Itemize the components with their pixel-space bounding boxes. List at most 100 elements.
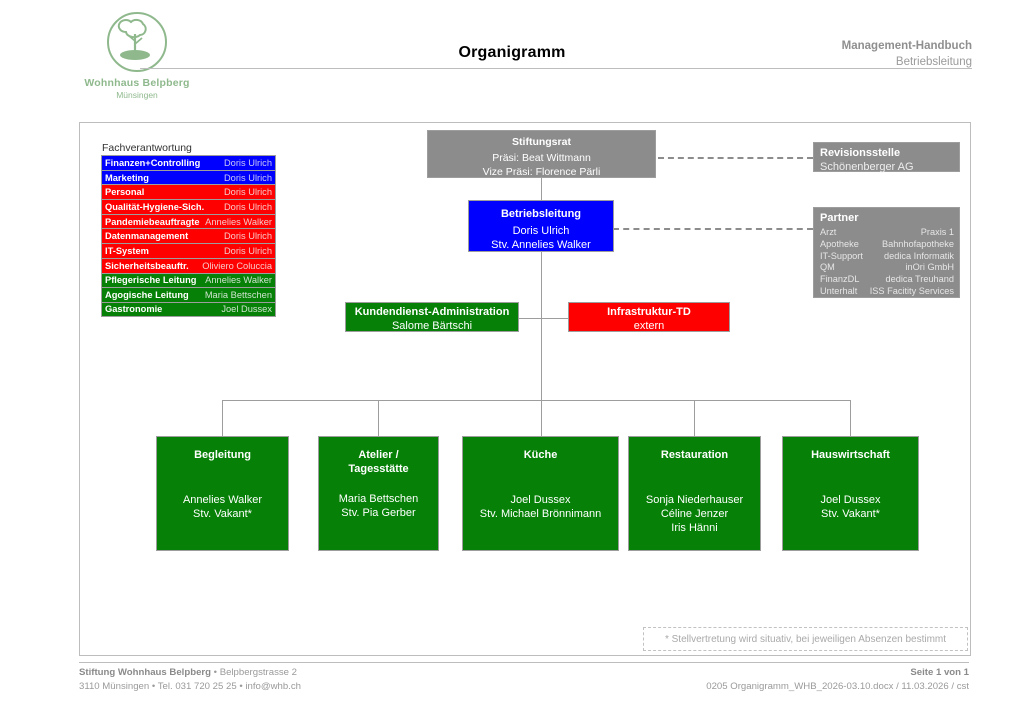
connector-stiftungsrat-betriebsleitung [541,178,542,200]
partner-name: dedica Treuhand [885,274,954,285]
node-department-person: Stv. Pia Gerber [341,507,416,520]
node-department-person: Joel Dussex [510,494,571,507]
node-stiftungsrat-title: Stiftungsrat [512,136,571,148]
footer-divider [79,662,969,663]
node-stiftungsrat[interactable]: Stiftungsrat Präsi: Beat Wittmann Vize P… [427,130,656,178]
partner-name: Bahnhofapotheke [881,238,954,249]
fachverantwortung-area: Marketing [105,172,149,183]
node-department-person: Stv. Vakant* [821,508,880,521]
fachverantwortung-person: Doris Ulrich [223,157,272,168]
fachverantwortung-area: Sicherheitsbeauftr. [105,260,189,271]
fachverantwortung-area: Datenmanagement [105,231,189,242]
spacer [629,462,760,493]
node-department-person: Stv. Vakant* [193,508,252,521]
fachverantwortung-person: Oliviero Coluccia [202,260,272,271]
node-kundendienst-title: Kundendienst-Administration [354,306,510,318]
node-betriebsleitung-line1: Doris Ulrich [512,225,570,238]
node-kundendienst-line1: Salome Bärtschi [391,320,473,333]
node-betriebsleitung-title: Betriebsleitung [500,208,582,220]
partner-name: inOri GmbH [905,262,955,273]
node-stiftungsrat-line2: Vize Präsi: Florence Pärli [482,165,601,178]
fachverantwortung-area: Finanzen+Controlling [105,157,201,168]
node-infrastruktur-td[interactable]: Infrastruktur-TD extern [568,302,730,332]
fachverantwortung-area: Agogische Leitung [105,290,189,301]
fachverantwortung-person: Doris Ulrich [223,172,272,183]
fachverantwortung-area: Qualität-Hygiene-Sich. [105,201,205,212]
connector-betriebsleitung-trunk [541,252,542,400]
partner-category: FinanzDL [820,274,860,285]
tree-in-circle-icon [107,12,167,72]
node-department-title: Restauration [660,449,729,461]
node-department-person: Joel Dussex [820,494,881,507]
fachverantwortung-row[interactable]: Qualität-Hygiene-Sich. Doris Ulrich [101,199,276,214]
node-department-person: Sonja Niederhauser [645,494,744,507]
partner-name: Praxis 1 [920,227,954,238]
fachverantwortung-row[interactable]: Agogische Leitung Maria Bettschen [101,287,276,302]
node-department-title: Atelier / [358,449,399,461]
fachverantwortung-person: Maria Bettschen [204,290,272,301]
node-infrastruktur-line1: extern [633,320,665,333]
footer-org-name: Stiftung Wohnhaus Belpberg [79,667,211,678]
fachverantwortung-area: Pandemiebeauftragte [105,216,200,227]
node-betriebsleitung-line2: Stv. Annelies Walker [491,239,591,252]
spacer [463,462,618,493]
footer-page-number: Seite 1 von 1 [910,667,969,678]
connector-kundendienst-arm [519,318,542,319]
fachverantwortung-row[interactable]: Sicherheitsbeauftr. Oliviero Coluccia [101,257,276,273]
spacer [783,462,918,493]
footer-docinfo: Seite 1 von 1 0205 Organigramm_WHB_2026-… [706,666,969,694]
node-department-person: Maria Bettschen [338,493,419,506]
partner-name: ISS Facitity Services [869,285,954,296]
node-kundendienst-administration[interactable]: Kundendienst-Administration Salome Bärts… [345,302,519,332]
connector-infrastruktur-arm [541,318,568,319]
fachverantwortung-area: Gastronomie [105,304,163,315]
connector-drop-4 [694,400,695,436]
footer-address: Stiftung Wohnhaus Belpberg • Belpbergstr… [79,666,301,694]
partner-row: FinanzDL dedica Treuhand [820,274,954,286]
node-betriebsleitung[interactable]: Betriebsleitung Doris Ulrich Stv. Anneli… [468,200,614,252]
partner-name: dedica Informatik [884,250,954,261]
partner-row: QM inOri GmbH [820,262,954,274]
connector-department-bus [222,400,850,401]
fachverantwortung-person: Doris Ulrich [223,201,272,212]
logo-subtitle: Münsingen [116,90,158,100]
spacer [157,462,288,493]
connector-drop-1 [222,400,223,436]
fachverantwortung-title: Fachverantwortung [102,142,192,154]
node-department-title: Begleitung [194,449,251,461]
connector-drop-5 [850,400,851,436]
fachverantwortung-area: Pflegerische Leitung [105,275,197,286]
connector-drop-3 [541,400,542,436]
node-infrastruktur-title: Infrastruktur-TD [607,306,691,318]
spacer [319,476,438,492]
page-title: Organigramm [458,44,566,61]
header-document-info: Management-Handbuch Betriebsleitung [842,39,972,70]
fachverantwortung-row[interactable]: Marketing Doris Ulrich [101,169,276,185]
node-revisionsstelle[interactable]: Revisionsstelle Schönenberger AG [813,142,960,173]
header-section-name: Betriebsleitung [895,55,972,68]
node-department-person: Céline Jenzer [660,508,729,521]
fachverantwortung-area: Personal [105,187,145,198]
node-department-person: Stv. Michael Brönnimann [479,508,602,521]
partner-row: Arzt Praxis 1 [820,227,954,239]
node-department-title: Küche [523,449,558,461]
node-stiftungsrat-line1: Präsi: Beat Wittmann [492,152,591,165]
fachverantwortung-row[interactable]: Finanzen+Controlling Doris Ulrich [101,155,276,170]
partner-category: Arzt [820,227,837,238]
partner-category: QM [820,262,835,273]
